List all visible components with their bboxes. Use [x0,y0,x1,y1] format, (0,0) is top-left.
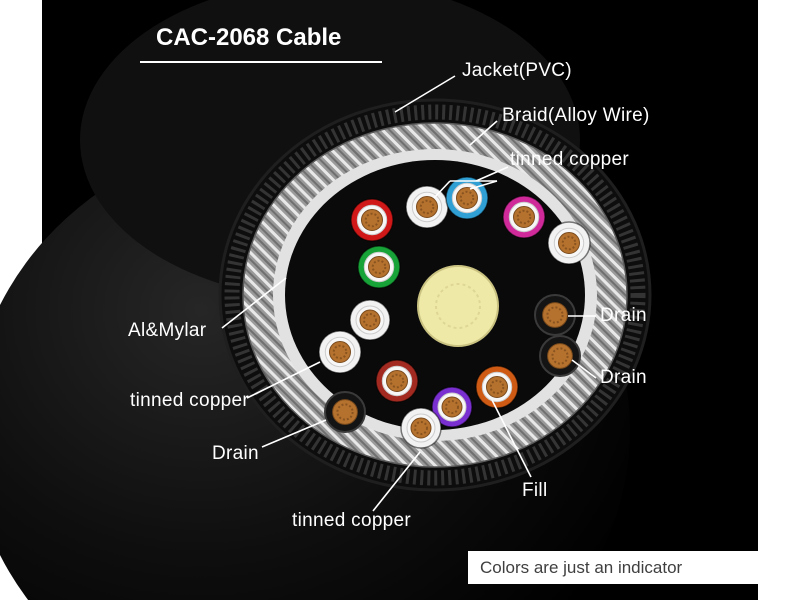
label-drain-left: Drain [212,443,259,464]
wire-white-mid [349,299,391,341]
label-jacket: Jacket(PVC) [462,60,572,81]
label-tinned-copper-top: tinned copper [510,149,630,170]
jacket-knurl-ring [224,104,646,486]
leader-tinned-top-right [469,180,498,190]
wire-orange [475,365,519,409]
leader-tinned-left [246,361,321,399]
leader-tinned-top-stem [475,166,509,182]
page-title: CAC-2068 Cable [140,24,382,63]
wire-darkred [375,359,419,403]
label-braid: Braid(Alloy Wire) [502,105,650,126]
label-tinned-copper-bottom: tinned copper [292,510,412,531]
leader-drain-left [261,419,327,448]
leader-al-mylar [221,277,287,329]
label-fill: Fill [522,480,548,501]
leader-tinned-bottom [372,451,421,512]
leader-tinned-top-left [433,180,451,199]
label-drain-right-upper: Drain [600,305,647,326]
drain-right-lower [539,335,581,377]
wire-green [357,245,401,289]
leader-lines [221,75,597,512]
wires-layer [318,176,591,449]
drain-right-upper [534,294,576,336]
wire-purple [431,386,473,428]
wire-red [350,198,394,242]
label-al-mylar: Al&Mylar [128,320,207,341]
leader-fill [491,399,532,478]
leader-braid [469,120,498,146]
wire-white-bottom [400,407,442,449]
leader-jacket [394,75,456,113]
wire-white-top [405,185,449,229]
drain-left [324,391,366,433]
leader-drain-right-lower [571,359,597,379]
filler-yellow [417,265,499,347]
label-tinned-copper-left: tinned copper [130,390,250,411]
color-indicator-note: Colors are just an indicator [468,551,758,584]
wire-white-left [318,330,362,374]
wire-white-right [547,221,591,265]
wire-magenta [502,195,546,239]
wire-blue [445,176,489,220]
label-drain-right-lower: Drain [600,367,647,388]
